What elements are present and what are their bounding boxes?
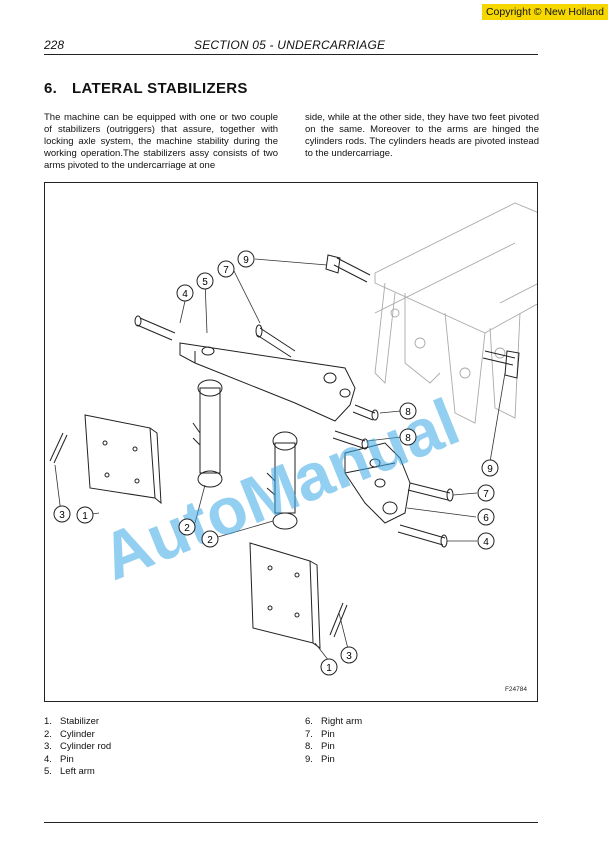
right-arm-drawing [344,442,411,524]
section-title: SECTION 05 - UNDERCARRIAGE [194,38,386,52]
legend-item: 3.Cylinder rod [44,741,112,752]
callout-8a: 8 [399,402,417,420]
callout-2b: 2 [201,530,219,548]
heading-number: 6. [44,80,58,97]
pin-4-upper [134,315,176,341]
svg-text:7: 7 [223,265,229,276]
legend-item: 9.Pin [305,753,335,765]
left-arm-drawing [179,342,356,422]
svg-text:9: 9 [487,464,493,475]
callout-9a: 9 [237,250,255,268]
page-number: 228 [44,38,65,52]
body-text-column-1: The machine can be equipped with one or … [44,112,278,171]
callout-9b: 9 [481,459,499,477]
footer-rule [44,822,538,823]
pin-8-upper [352,404,379,421]
callout-8b: 8 [399,428,417,446]
callout-4b: 4 [477,532,495,550]
legend-item: 5.Left arm [44,766,95,777]
callout-1a: 1 [76,506,94,524]
svg-text:6: 6 [483,513,489,524]
svg-text:2: 2 [207,535,213,546]
legend-item: 1.Stabilizer [44,716,100,727]
legend-column-2: 6.Right arm 7.Pin 8.Pin 9.Pin [305,716,362,766]
svg-text:4: 4 [483,537,489,548]
cylinder-rod-upper [49,432,68,464]
svg-text:8: 8 [405,407,411,418]
cylinder-drawing-left [192,379,223,488]
leader-lines [54,258,506,662]
legend-item: 4.Pin [44,753,74,765]
callout-6: 6 [477,508,495,526]
svg-text:3: 3 [59,510,65,521]
stabilizer-pad-lower [249,542,321,649]
svg-text:1: 1 [326,663,332,674]
callout-4a: 4 [176,284,194,302]
legend-item: 2.Cylinder [44,728,95,740]
stabilizer-pad-upper [84,414,162,505]
svg-text:7: 7 [483,489,489,500]
svg-text:8: 8 [405,433,411,444]
copyright-badge: Copyright © New Holland [481,4,608,20]
svg-text:9: 9 [243,255,249,266]
legend-item: 8.Pin [305,741,335,752]
undercarriage-frame [374,202,537,424]
callout-2a: 2 [178,518,196,536]
page-header: 228 SECTION 05 - UNDERCARRIAGE [44,38,538,55]
chapter-heading: 6. LATERAL STABILIZERS [44,80,248,97]
figure-code: F24784 [504,686,527,693]
svg-text:2: 2 [184,523,190,534]
callout-7b: 7 [477,484,495,502]
callout-7a: 7 [217,260,235,278]
callout-3a: 3 [53,505,71,523]
callout-group: 1 1 2 2 3 3 4 4 5 6 7 7 8 8 9 9 [53,250,499,676]
pin-7-upper [255,324,296,358]
pin-9-lower [482,350,520,379]
callout-5: 5 [196,272,214,290]
pin-7-lower [407,482,454,502]
exploded-diagram-figure: AutoManual 1 1 2 2 3 3 4 4 5 6 7 7 8 8 9… [44,182,538,702]
cylinder-rod-lower [329,602,348,638]
pin-9-upper [325,254,371,283]
pin-4-lower [397,524,448,548]
pin-8-lower [332,430,369,450]
stabilizer-exploded-drawing: AutoManual 1 1 2 2 3 3 4 4 5 6 7 7 8 8 9… [49,202,537,676]
callout-1b: 1 [320,658,338,676]
svg-text:5: 5 [202,277,208,288]
legend-item: 7.Pin [305,728,335,740]
legend-item: 6.Right arm [305,716,363,727]
svg-text:1: 1 [82,511,88,522]
heading-title: LATERAL STABILIZERS [72,80,248,97]
legend-column-1: 1.Stabilizer 2.Cylinder 3.Cylinder rod 4… [44,716,111,779]
callout-3b: 3 [340,646,358,664]
svg-text:4: 4 [182,289,188,300]
body-text-column-2: side, while at the other side, they have… [305,112,539,159]
svg-text:3: 3 [346,651,352,662]
